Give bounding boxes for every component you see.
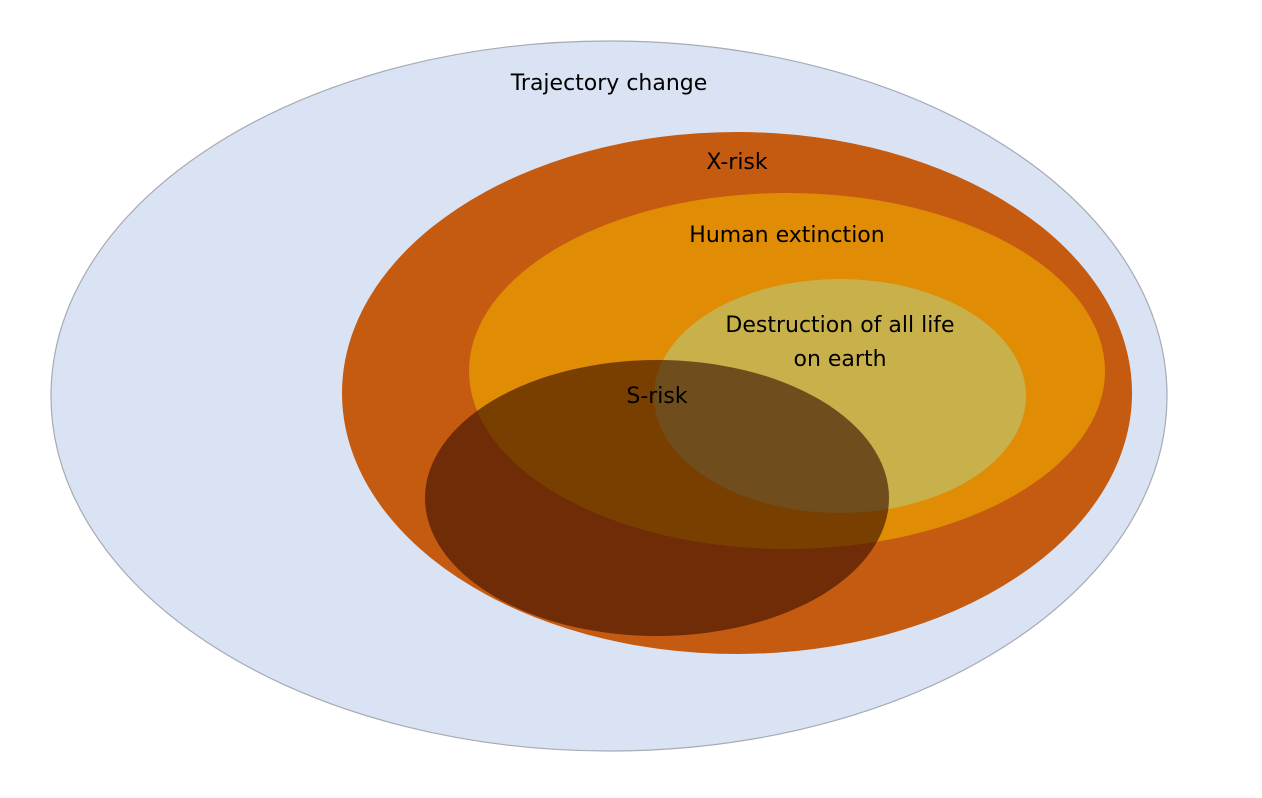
destruction-label-line-2: on earth: [793, 347, 886, 372]
s-risk-ellipse: [425, 360, 889, 636]
trajectory-change-label: Trajectory change: [510, 71, 708, 96]
human-extinction-label: Human extinction: [689, 223, 884, 248]
s-risk-label: S-risk: [626, 384, 688, 409]
destruction-label-line-1: Destruction of all life: [725, 313, 954, 338]
x-risk-label: X-risk: [706, 150, 768, 175]
